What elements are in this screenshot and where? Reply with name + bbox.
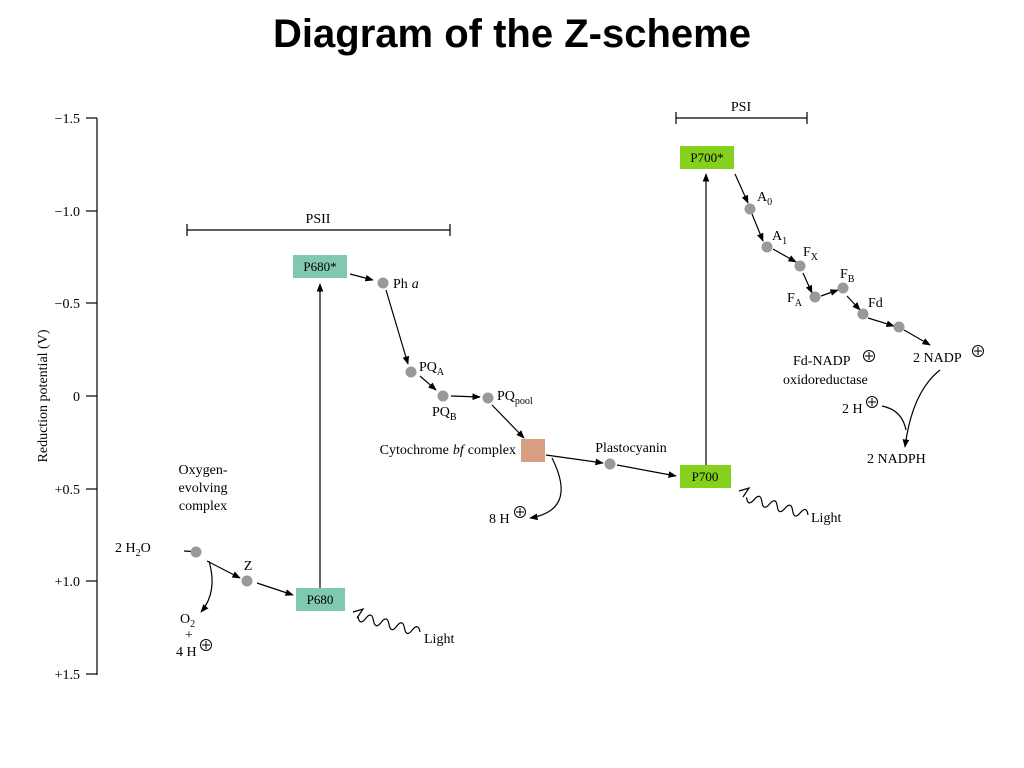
four-h-label: 4 H	[176, 645, 197, 660]
y-tick-label: 0	[73, 390, 80, 405]
o2-label: O2	[180, 612, 195, 630]
light-label-psi: Light	[811, 511, 841, 526]
p700-label: P700	[692, 469, 719, 484]
fb-node	[837, 282, 849, 294]
charge-plus-icon	[866, 396, 878, 408]
pqa-label: PQA	[419, 360, 445, 378]
pqpool-node	[482, 392, 494, 404]
pqa-node	[405, 366, 417, 378]
charge-plus-icon	[514, 506, 526, 518]
oec-label-line3: complex	[179, 499, 227, 514]
z-label: Z	[244, 559, 253, 574]
oec-label-line1: Oxygen-	[179, 463, 228, 478]
psi-label: PSI	[731, 100, 752, 115]
p700-box	[680, 465, 731, 488]
y-axis-label: Reduction potential (V)	[36, 329, 51, 462]
charge-plus-icon	[972, 345, 984, 357]
p700-star-box	[680, 146, 734, 169]
pqpool-label: PQpool	[497, 389, 533, 407]
fx-node	[794, 260, 806, 272]
plus-label: +	[185, 628, 193, 643]
p680-label: P680	[307, 592, 334, 607]
two-h-label: 2 H	[842, 402, 863, 417]
y-tick-label: +0.5	[55, 483, 80, 498]
fd-nadp-node	[893, 321, 905, 333]
fd-label: Fd	[868, 296, 883, 311]
y-tick-label: +1.0	[55, 575, 80, 590]
boxes: P680* P680 P700* P700	[293, 146, 734, 611]
plastocyanin-label: Plastocyanin	[595, 441, 667, 456]
light-arrowhead-psii	[352, 607, 365, 619]
fb-label: FB	[840, 267, 855, 285]
p680-box	[296, 588, 345, 611]
pqb-node	[437, 390, 449, 402]
charge-plus-icon	[200, 639, 212, 651]
oec-node	[190, 546, 202, 558]
light-label-psii: Light	[424, 632, 454, 647]
fa-label: FA	[787, 291, 803, 309]
y-tick-label: −0.5	[55, 297, 80, 312]
two-nadp-label: 2 NADP	[913, 351, 962, 366]
p680-star-label: P680*	[303, 259, 336, 274]
cytochrome-box	[521, 439, 545, 462]
y-tick-label: +1.5	[55, 668, 80, 683]
fd-node	[857, 308, 869, 320]
eight-h-label: 8 H	[489, 512, 510, 527]
oxidoreductase-label: oxidoreductase	[783, 373, 868, 388]
light-wave-psii	[357, 614, 421, 635]
a1-node	[761, 241, 773, 253]
fx-label: FX	[803, 245, 819, 263]
a0-node	[744, 203, 756, 215]
p680-star-box	[293, 255, 347, 278]
a0-label: A0	[757, 190, 772, 208]
fd-nadp-label: Fd-NADP	[793, 354, 851, 369]
a1-label: A1	[772, 229, 787, 247]
pqb-label: PQB	[432, 405, 457, 423]
p700-star-label: P700*	[690, 150, 723, 165]
y-tick-label: −1.5	[55, 112, 80, 127]
psii-bracket: PSII	[186, 212, 451, 236]
y-axis: −1.5 −1.0 −0.5 0 +0.5 +1.0 +1.5 Reductio…	[36, 112, 98, 683]
arrows	[183, 173, 941, 613]
light-squiggles	[352, 486, 809, 635]
page-title: Diagram of the Z-scheme	[273, 12, 751, 56]
light-wave-psi	[745, 495, 809, 517]
y-tick-label: −1.0	[55, 205, 80, 220]
oec-label-line2: evolving	[179, 481, 228, 496]
light-arrowhead-psi	[738, 486, 751, 498]
fa-node	[809, 291, 821, 303]
pha-node	[377, 277, 389, 289]
labels: Oxygen- evolving complex 2 H2O Z O2 + 4 …	[115, 190, 984, 660]
water-label: 2 H2O	[115, 541, 151, 559]
psii-label: PSII	[306, 212, 331, 227]
nodes	[190, 203, 905, 587]
z-node	[241, 575, 253, 587]
charge-plus-icon	[863, 350, 875, 362]
psi-bracket: PSI	[675, 100, 808, 124]
plastocyanin-node	[604, 458, 616, 470]
two-nadph-label: 2 NADPH	[867, 452, 926, 467]
